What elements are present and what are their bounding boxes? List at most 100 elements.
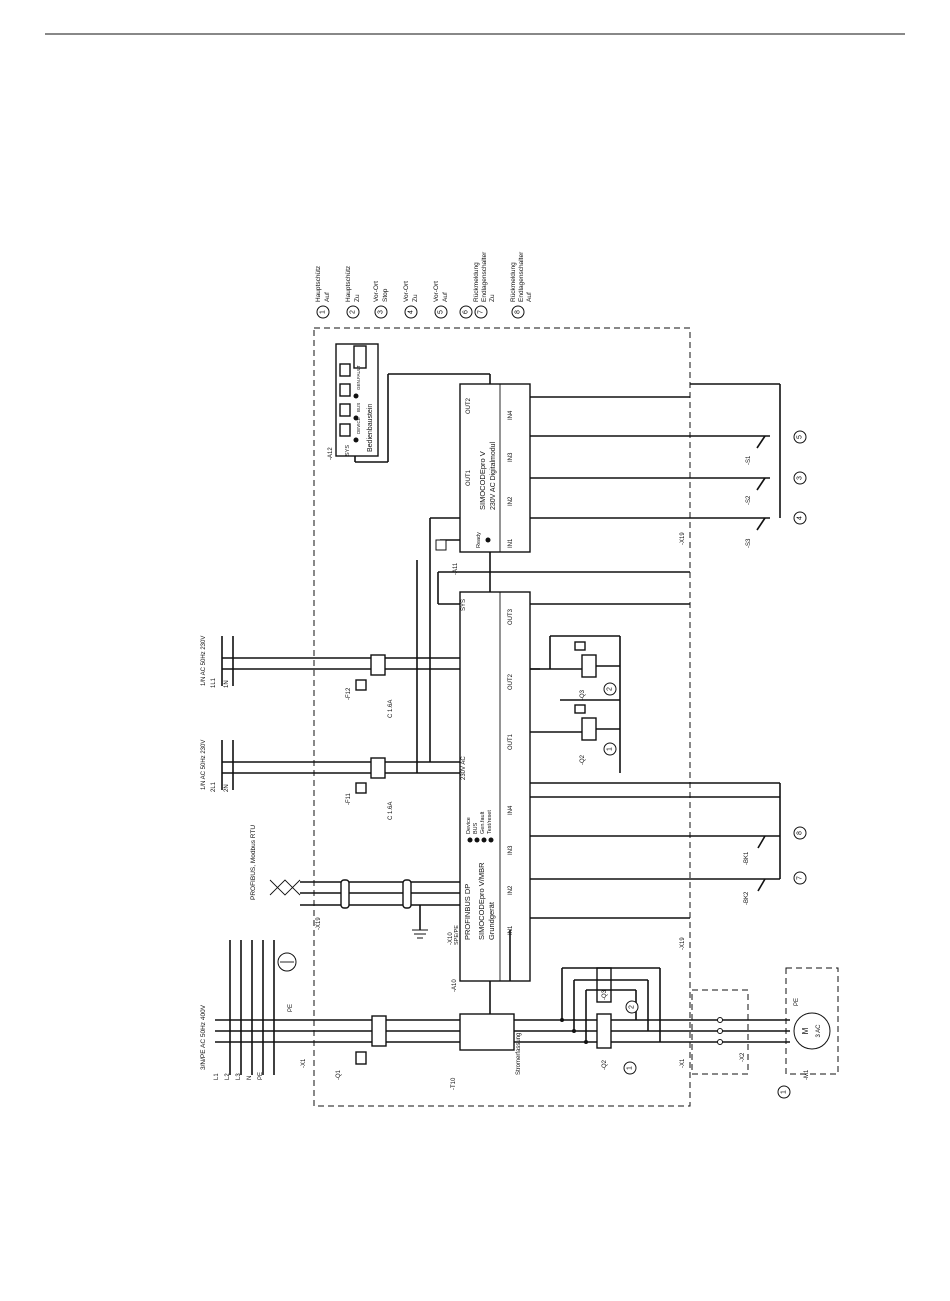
motor-ac: 3 AC [816, 1024, 822, 1038]
legend-line: Endlagenschalter [481, 251, 488, 302]
terminal-label: -X19 [316, 917, 322, 930]
ref-marker [603, 682, 617, 696]
led-label: Test/reset [487, 810, 493, 834]
legend-item-1: 1 Hauptschütz Auf [315, 266, 331, 319]
fuse-rating: C 1.6A [388, 802, 394, 820]
legend-line: Vor-Ort [433, 281, 440, 302]
digital-module-name: SIMOCODEpro V [478, 451, 487, 510]
basic-unit-sub: Grundgerät [487, 901, 496, 940]
ref-number: 1 [627, 1066, 634, 1070]
device-id: -Q1 [336, 1069, 342, 1080]
phase-label: N [247, 1076, 253, 1080]
ref-number: 7 [797, 876, 804, 880]
junction [584, 1040, 588, 1044]
switch-contact [757, 878, 766, 892]
device-id: -BK2 [744, 891, 750, 905]
input-label: IN3 [508, 452, 514, 462]
legend-item-4: 4 Vor-Ort Zu [403, 281, 419, 319]
ref-marker [793, 511, 807, 525]
breaker-body [371, 1015, 387, 1047]
led-gen-fault [353, 393, 359, 399]
device-id: -T10 [451, 1077, 457, 1090]
device-id: -S3 [746, 538, 752, 548]
legend-line: Vor-Ort [373, 281, 380, 302]
legend-line: Rückmeldung [510, 262, 517, 302]
legend-item-6: 6 [459, 305, 473, 319]
legend: 1 Hauptschütz Auf 2 Hauptschütz Zu 3 Vor… [315, 251, 533, 319]
rc-suppressor [574, 704, 586, 714]
ref-marker [793, 826, 807, 840]
motor-m1: M 3 AC PE -M1 1 [777, 967, 839, 1099]
panel-button[interactable] [339, 383, 351, 397]
pe-label: PE [288, 1004, 294, 1012]
input-label: IN1 [508, 538, 514, 548]
supply-label: 1/N AC 50Hz 230V [201, 740, 207, 790]
phase-label: 2N [224, 784, 230, 792]
main-supply: 3/N/PE AC 50Hz 400V L1 L2 L3 N PE PE [200, 940, 314, 1080]
led-label: GEN.FAULT [356, 365, 361, 390]
digital-module-a11: -A11 SIMOCODEpro V 230V AC Digitalmodul … [435, 383, 781, 592]
terminal [717, 1028, 723, 1034]
panel-display [353, 345, 367, 369]
motor-symbol [793, 1012, 831, 1050]
ref-marker [603, 742, 617, 756]
ref-marker [777, 1085, 791, 1099]
basic-unit-spe: SPE/PE [454, 925, 460, 945]
terminal [717, 1017, 723, 1023]
output-label: OUT2 [466, 397, 472, 414]
digital-module-sub: 230V AC Digitalmodul [490, 441, 497, 510]
switch-contact [756, 517, 766, 531]
motor-pe: PE [794, 998, 800, 1006]
led-test-reset [488, 837, 494, 843]
legend-number: 1 [320, 310, 327, 314]
legend-marker [316, 305, 330, 319]
rc-suppressor [574, 641, 586, 651]
device-id: -F12 [346, 687, 352, 700]
current-module: Stromerfassung -T10 [451, 981, 522, 1090]
device-id: -A12 [328, 447, 334, 460]
panel-button[interactable] [339, 363, 351, 377]
input-label: IN3 [508, 845, 514, 855]
ref-number: 1 [607, 747, 614, 751]
output-label: OUT3 [508, 608, 514, 625]
ref-number: 1 [781, 1090, 788, 1094]
legend-item-3: 3 Vor-Ort Stop [373, 281, 389, 319]
panel-button[interactable] [339, 403, 351, 417]
legend-item-8: 8 Rückmeldung Endlagenschalter Auf [510, 251, 533, 319]
terminal-label: -X1 [680, 1058, 686, 1068]
panel-button[interactable] [339, 423, 351, 437]
phase-label: 1L1 [211, 677, 217, 688]
fuse-body [370, 654, 386, 676]
contactor-q2-contacts [596, 1013, 612, 1049]
legend-marker [346, 305, 360, 319]
fuse-f11: -F11 C 1.6A [314, 757, 460, 820]
ref-marker [793, 430, 807, 444]
legend-number: 3 [378, 310, 385, 314]
earth-ground [412, 929, 428, 939]
led-bus [474, 837, 480, 843]
coil-q3 [581, 654, 597, 678]
basic-unit-a10: -A10 PROFINBUS DP SIMOCODEpro V/MBR Grun… [412, 591, 781, 992]
device-id: -A10 [452, 979, 458, 992]
basic-unit-name: SIMOCODEpro V/MBR [477, 862, 486, 940]
coil-q2 [581, 717, 597, 741]
phase-label: L2 [225, 1073, 231, 1080]
fuse-actuator [355, 782, 367, 794]
bus-ferrite [402, 879, 412, 909]
basic-unit-body [459, 591, 531, 982]
current-module-body [459, 1013, 515, 1051]
local-switches: -S1 -S2 -S3 5 3 4 [746, 430, 807, 548]
legend-line: Hauptschütz [315, 266, 322, 302]
ref-number: 8 [797, 831, 804, 835]
switch-contact [756, 477, 766, 491]
ref-number: 3 [797, 476, 804, 480]
device-id: -BK1 [744, 851, 750, 865]
phase-label: 1N [224, 680, 230, 688]
bus-cable-symbol [269, 879, 301, 896]
legend-line: Zu [354, 294, 361, 302]
led-label: DEVICE [356, 417, 361, 434]
fuse-rating: C 1.6A [388, 700, 394, 718]
device-id: -Q3 [580, 689, 586, 700]
device-id: -S1 [746, 455, 752, 465]
supply-label: 1/N AC 50Hz 230V [201, 636, 207, 686]
